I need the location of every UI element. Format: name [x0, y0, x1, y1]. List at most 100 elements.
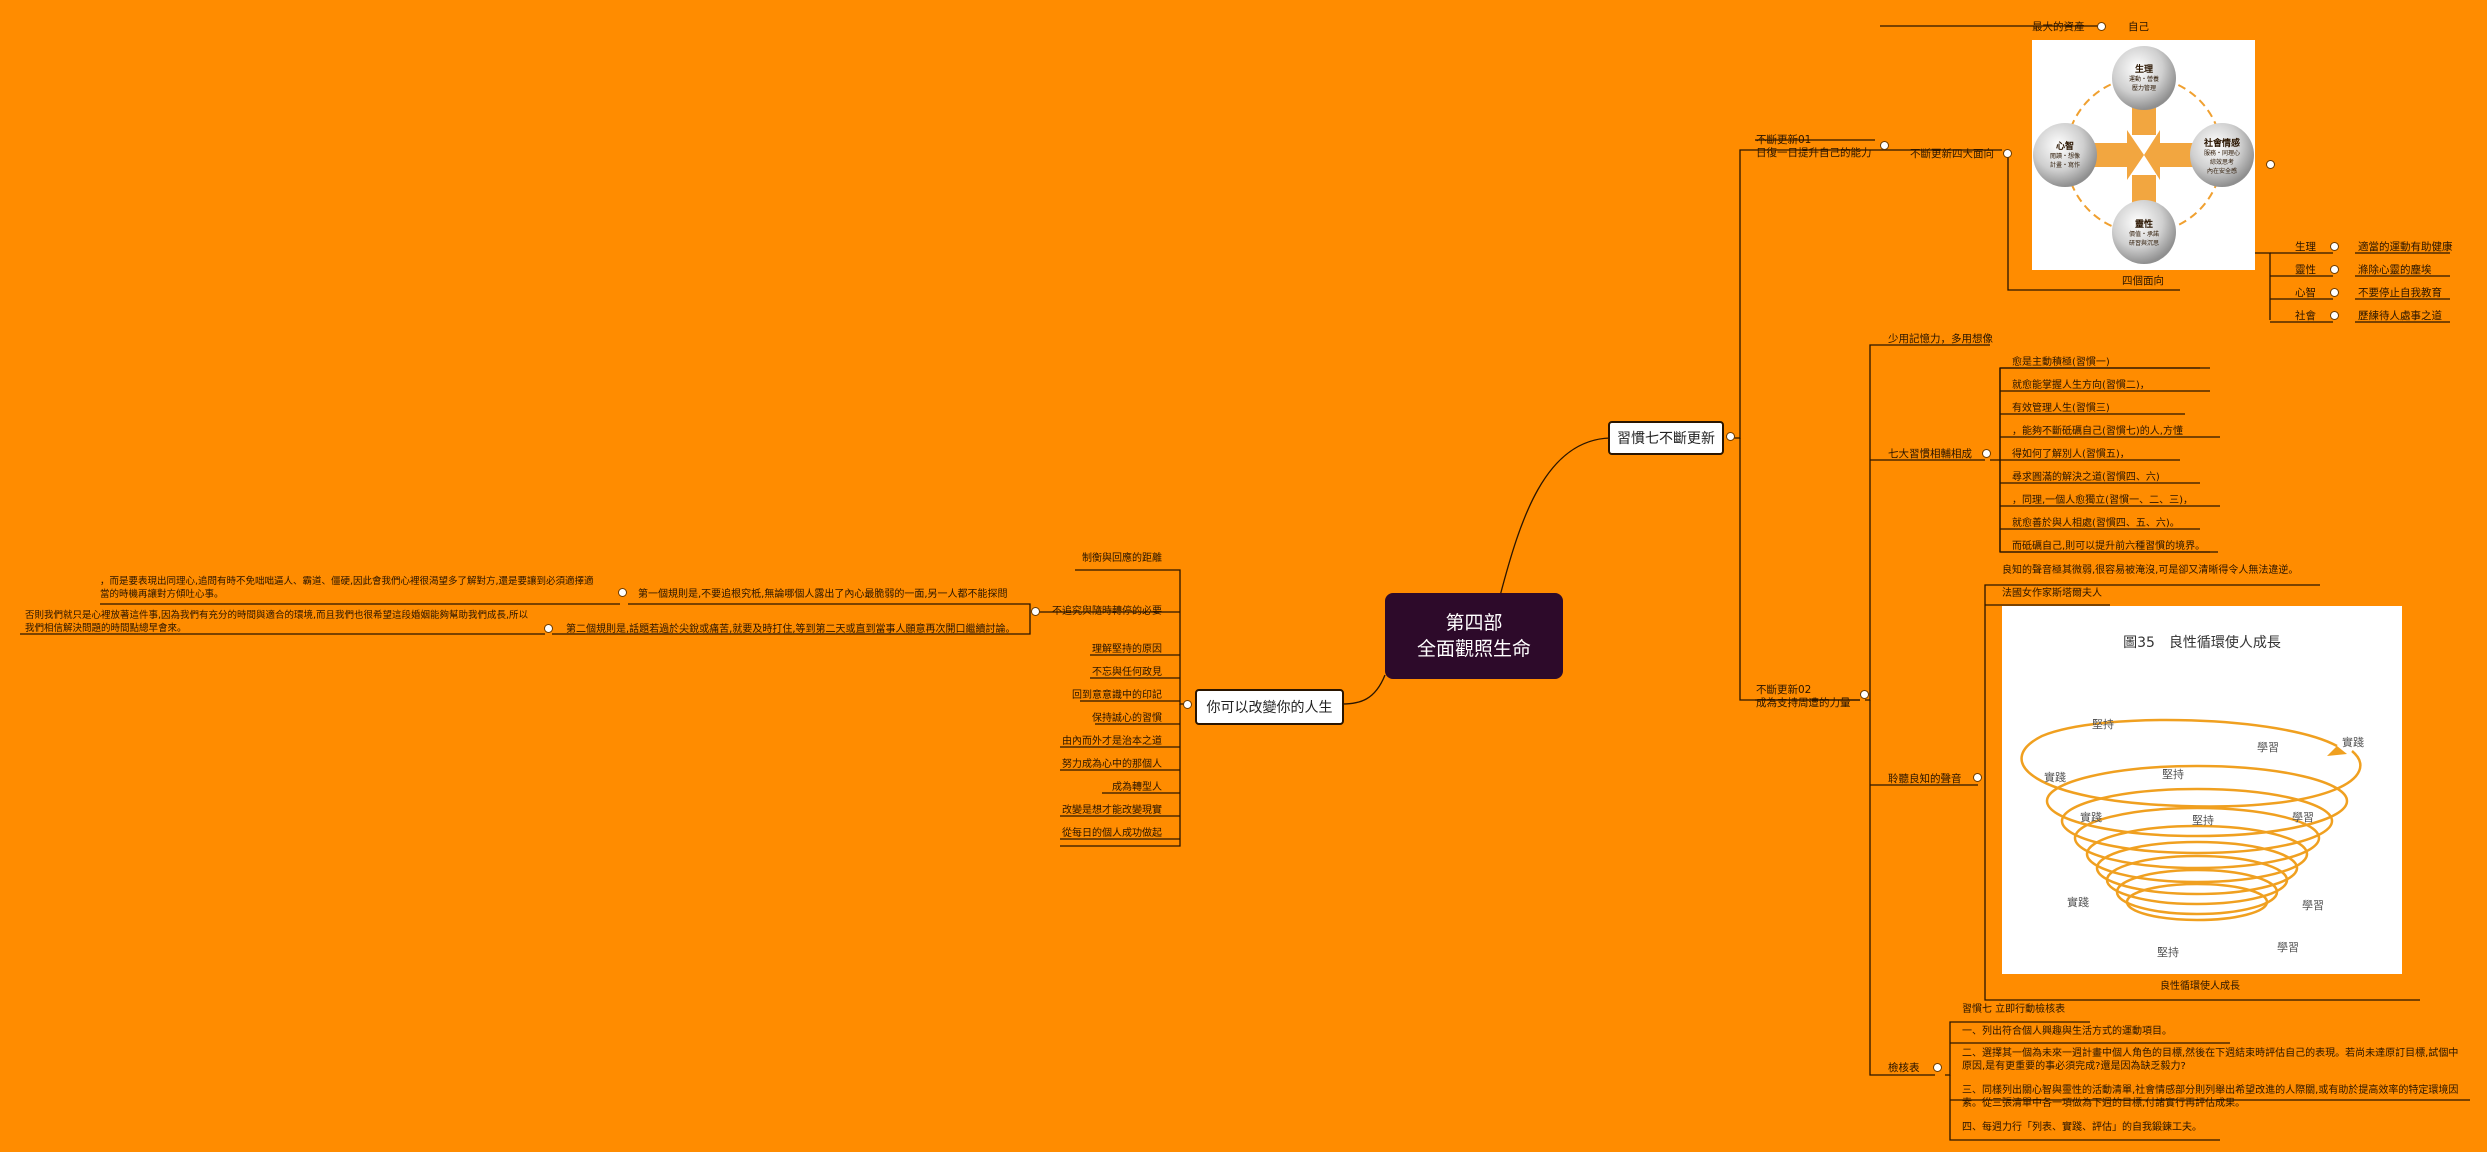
- checklist-label[interactable]: 檢核表: [1888, 1062, 1920, 1074]
- habit-item-3[interactable]: ，能夠不斷砥礪自己(習慣七)的人,方懂: [2012, 426, 2183, 437]
- left-item-5[interactable]: 努力成為心中的那個人: [1062, 759, 1162, 770]
- spiral-word-8: 學習: [2302, 899, 2324, 912]
- habit-item-1[interactable]: 就愈能掌握人生方向(習慣二)，: [2012, 380, 2150, 391]
- renew02-collapse[interactable]: [1860, 690, 1869, 699]
- root-title-2: 全面觀照生命: [1416, 638, 1531, 660]
- seven-habits-label[interactable]: 七大習慣相輔相成: [1888, 448, 1972, 460]
- greatest-asset[interactable]: 最大的資產: [2032, 21, 2085, 33]
- spiral-title: 圖35 良性循環使人成長: [2123, 635, 2281, 651]
- conscience-collapse[interactable]: [1973, 773, 1982, 782]
- spiral-diagram: 堅持 學習 實踐 實踐 堅持 學習 實踐 堅持 學習 實踐 學習 堅持: [2020, 717, 2364, 959]
- dir-item-v-1[interactable]: 滌除心靈的塵埃: [2358, 264, 2432, 276]
- dir-item-k-0[interactable]: 生理: [2295, 241, 2316, 253]
- spiral-caption[interactable]: 良性循環使人成長: [2160, 981, 2240, 992]
- left-item-7[interactable]: 改變是想才能改變現實: [1062, 805, 1162, 816]
- spiral-figure: 圖35 良性循環使人成長 堅持 學習 實踐 實踐 堅持 學習 實踐 堅持 學習 …: [2002, 606, 2402, 974]
- checklist-collapse[interactable]: [1933, 1063, 1942, 1072]
- dir-item-dot-3[interactable]: [2330, 311, 2339, 320]
- spiral-word-4: 堅持: [2162, 767, 2184, 781]
- dir-item-dot-1[interactable]: [2330, 265, 2339, 274]
- dir-right-sub: 服務・同理心 綜效思考 內在安全感: [2203, 150, 2240, 175]
- left-item-0[interactable]: 理解堅持的原因: [1092, 644, 1162, 655]
- left-item-8[interactable]: 從每日的個人成功做起: [1062, 828, 1162, 839]
- change-life-collapse[interactable]: [1183, 700, 1192, 709]
- four-dir-collapse[interactable]: [2003, 149, 2012, 158]
- left-item-distance[interactable]: 制衡與回應的距離: [1082, 553, 1162, 564]
- checklist-item-1[interactable]: 二、選擇其一個為未來一週計畫中個人角色的目標,然後在下週結束時評估自己的表現。若…: [1962, 1048, 2459, 1072]
- spiral-word-3: 實踐: [2044, 770, 2066, 784]
- renew02-line1[interactable]: 不斷更新02: [1756, 684, 1812, 696]
- dir-left-title: 心智: [2055, 142, 2074, 152]
- renew01-line2[interactable]: 日復一日提升自己的能力: [1756, 147, 1872, 159]
- habit-item-5[interactable]: 尋求圓滿的解決之道(習慣四、六): [2012, 472, 2160, 483]
- four-dir-figure: 生理 運動・營養 壓力管理 心智 閱讀・想像 計畫・寫作 社會情感 服務・同理心…: [2032, 40, 2255, 270]
- rule1-note[interactable]: ，而是要表現出同理心,追問有時不免咄咄逼人、霸道、僵硬,因此會我們心裡很渴望多了…: [100, 576, 594, 600]
- conscience-author[interactable]: 法國女作家斯塔爾夫人: [2002, 588, 2102, 599]
- checklist-item-2[interactable]: 三、同樣列出關心智與靈性的活動清單,社會情感部分則列舉出希望改進的人際關,或有助…: [1962, 1085, 2459, 1109]
- left-item-pursue[interactable]: 不追究與隨時轉停的必要: [1052, 606, 1162, 617]
- rule2-label[interactable]: 第二個規則是,話題若過於尖銳或痛苦,就要及時打住,等到第二天或直到當事人願意再次…: [566, 624, 1016, 635]
- spiral-word-2: 實踐: [2342, 735, 2364, 749]
- spiral-word-6: 實踐: [2080, 810, 2102, 824]
- rule1-collapse[interactable]: [618, 588, 627, 597]
- rule2-note[interactable]: 否則我們就只是心裡放著這件事,因為我們有充分的時間與適合的環境,而且我們也很希望…: [25, 610, 529, 634]
- dir-right-title: 社會情感: [2203, 139, 2240, 149]
- conscience-label[interactable]: 聆聽良知的聲音: [1888, 773, 1962, 785]
- habit7-node[interactable]: 習慣七不斷更新: [1608, 421, 1724, 455]
- memory-label[interactable]: 少用記憶力，多用想像: [1888, 333, 1993, 345]
- dir-top-sub: 運動・營養 壓力管理: [2128, 76, 2159, 92]
- root-node[interactable]: 第四部 全面觀照生命: [1385, 593, 1563, 679]
- checklist-item-0[interactable]: 一、列出符合個人興趣與生活方式的運動項目。: [1962, 1026, 2172, 1037]
- habit7-collapse[interactable]: [1726, 432, 1735, 441]
- left-item-2[interactable]: 回到意意識中的印記: [1072, 690, 1162, 701]
- spiral-word-1: 學習: [2257, 741, 2279, 754]
- spiral-word-7: 堅持: [2192, 813, 2214, 827]
- left-item-4[interactable]: 由內而外才是治本之道: [1062, 736, 1162, 747]
- greatest-asset-dot[interactable]: [2097, 22, 2106, 31]
- dir-item-v-3[interactable]: 歷練待人處事之道: [2358, 310, 2442, 322]
- dir-item-k-1[interactable]: 靈性: [2295, 264, 2316, 276]
- spiral-word-9: 實踐: [2067, 895, 2089, 909]
- renew01-collapse[interactable]: [1880, 141, 1889, 150]
- left-item-3[interactable]: 保持誠心的習慣: [1092, 713, 1162, 724]
- checklist-item-3[interactable]: 四、每週力行「列表、實踐、評估」的自我鍛鍊工夫。: [1962, 1122, 2202, 1133]
- habit-item-7[interactable]: 就愈善於與人相處(習慣四、五、六)。: [2012, 518, 2180, 529]
- seven-habits-collapse[interactable]: [1982, 449, 1991, 458]
- four-dir-caption[interactable]: 四個面向: [2122, 275, 2164, 287]
- dir-item-dot-2[interactable]: [2330, 288, 2339, 297]
- left-item-1[interactable]: 不忘與任何政見: [1092, 667, 1162, 678]
- dir-bottom-sub: 價值・承諾 研習與沉思: [2128, 231, 2159, 247]
- habit-item-6[interactable]: ，同理,一個人愈獨立(習慣一、二、三)，: [2012, 495, 2193, 506]
- dir-item-dot-0[interactable]: [2330, 242, 2339, 251]
- rule2-collapse[interactable]: [544, 624, 553, 633]
- dir-item-v-2[interactable]: 不要停止自我教育: [2358, 287, 2442, 299]
- dir-bottom-title: 靈性: [2134, 220, 2153, 230]
- spiral-word-11: 堅持: [2157, 945, 2179, 959]
- dir-item-k-3[interactable]: 社會: [2295, 310, 2316, 322]
- root-title-1: 第四部: [1445, 612, 1503, 634]
- dir-top-title: 生理: [2134, 65, 2153, 75]
- conscience-quote[interactable]: 良知的聲音極其微弱,很容易被淹沒,可是卻又清晰得令人無法違逆。: [2002, 565, 2299, 576]
- habit-item-4[interactable]: 得如何了解別人(習慣五)，: [2012, 449, 2130, 460]
- habit-item-8[interactable]: 而砥礪自己,則可以提升前六種習慣的境界。: [2012, 541, 2206, 552]
- four-dir-diagram: [2033, 46, 2254, 264]
- dir-left-sub: 閱讀・想像 計畫・寫作: [2049, 153, 2080, 169]
- renew01-line1[interactable]: 不斷更新01: [1756, 134, 1812, 146]
- habit-item-2[interactable]: 有效管理人生(習慣三): [2012, 403, 2110, 414]
- checklist-title[interactable]: 習慣七 立即行動檢核表: [1962, 1004, 2066, 1015]
- four-dir-label[interactable]: 不斷更新四大面向: [1910, 148, 1994, 160]
- spiral-word-0: 堅持: [2092, 717, 2114, 731]
- left-item-6[interactable]: 成為轉型人: [1112, 782, 1162, 793]
- spiral-word-10: 學習: [2277, 941, 2299, 954]
- self-label[interactable]: 自己: [2128, 21, 2149, 33]
- spiral-word-5: 學習: [2292, 811, 2314, 824]
- four-dir-figure-dot[interactable]: [2266, 160, 2275, 169]
- habit-item-0[interactable]: 愈是主動積極(習慣一): [2012, 357, 2110, 368]
- renew02-line2[interactable]: 成為支持周遭的力量: [1756, 697, 1851, 709]
- rule1-label[interactable]: 第一個規則是,不要追根究柢,無論哪個人露出了內心最脆弱的一面,另一人都不能探問: [638, 589, 1008, 600]
- dir-item-k-2[interactable]: 心智: [2295, 287, 2316, 299]
- dir-item-v-0[interactable]: 適當的運動有助健康: [2358, 241, 2453, 253]
- pursue-collapse[interactable]: [1031, 607, 1040, 616]
- change-life-node[interactable]: 你可以改變你的人生: [1195, 689, 1344, 725]
